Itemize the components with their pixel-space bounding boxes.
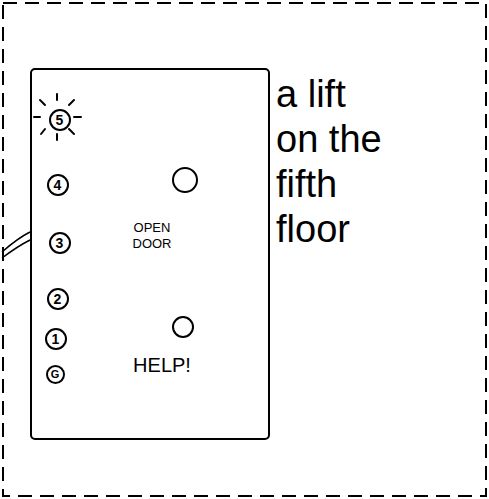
- button-caption: OPEN DOOR: [117, 220, 187, 252]
- floor-number: G: [51, 369, 60, 380]
- caption-note: a lift on the fifth floor: [276, 72, 396, 252]
- lift-panel: OPEN DOOR HELP! 5 4 3 2 1G: [30, 68, 270, 440]
- floor-button: 1: [45, 328, 67, 350]
- help-button: [173, 317, 193, 337]
- floor-number: 2: [54, 292, 62, 306]
- dashed-frame: [3, 3, 486, 496]
- wall-line: [2, 240, 30, 258]
- light-rays: [34, 94, 81, 140]
- floor-button: 5: [49, 109, 71, 131]
- floor-button: 2: [47, 288, 69, 310]
- floor-number: 5: [56, 113, 64, 127]
- floor-button: 4: [47, 174, 69, 196]
- open-door-button: [173, 168, 197, 192]
- floor-number: 3: [56, 236, 64, 250]
- button-caption: HELP!: [112, 353, 212, 377]
- floor-button: G: [46, 365, 65, 384]
- floor-button: 3: [49, 232, 71, 254]
- floor-number: 1: [52, 332, 60, 346]
- floor-number: 4: [54, 178, 62, 192]
